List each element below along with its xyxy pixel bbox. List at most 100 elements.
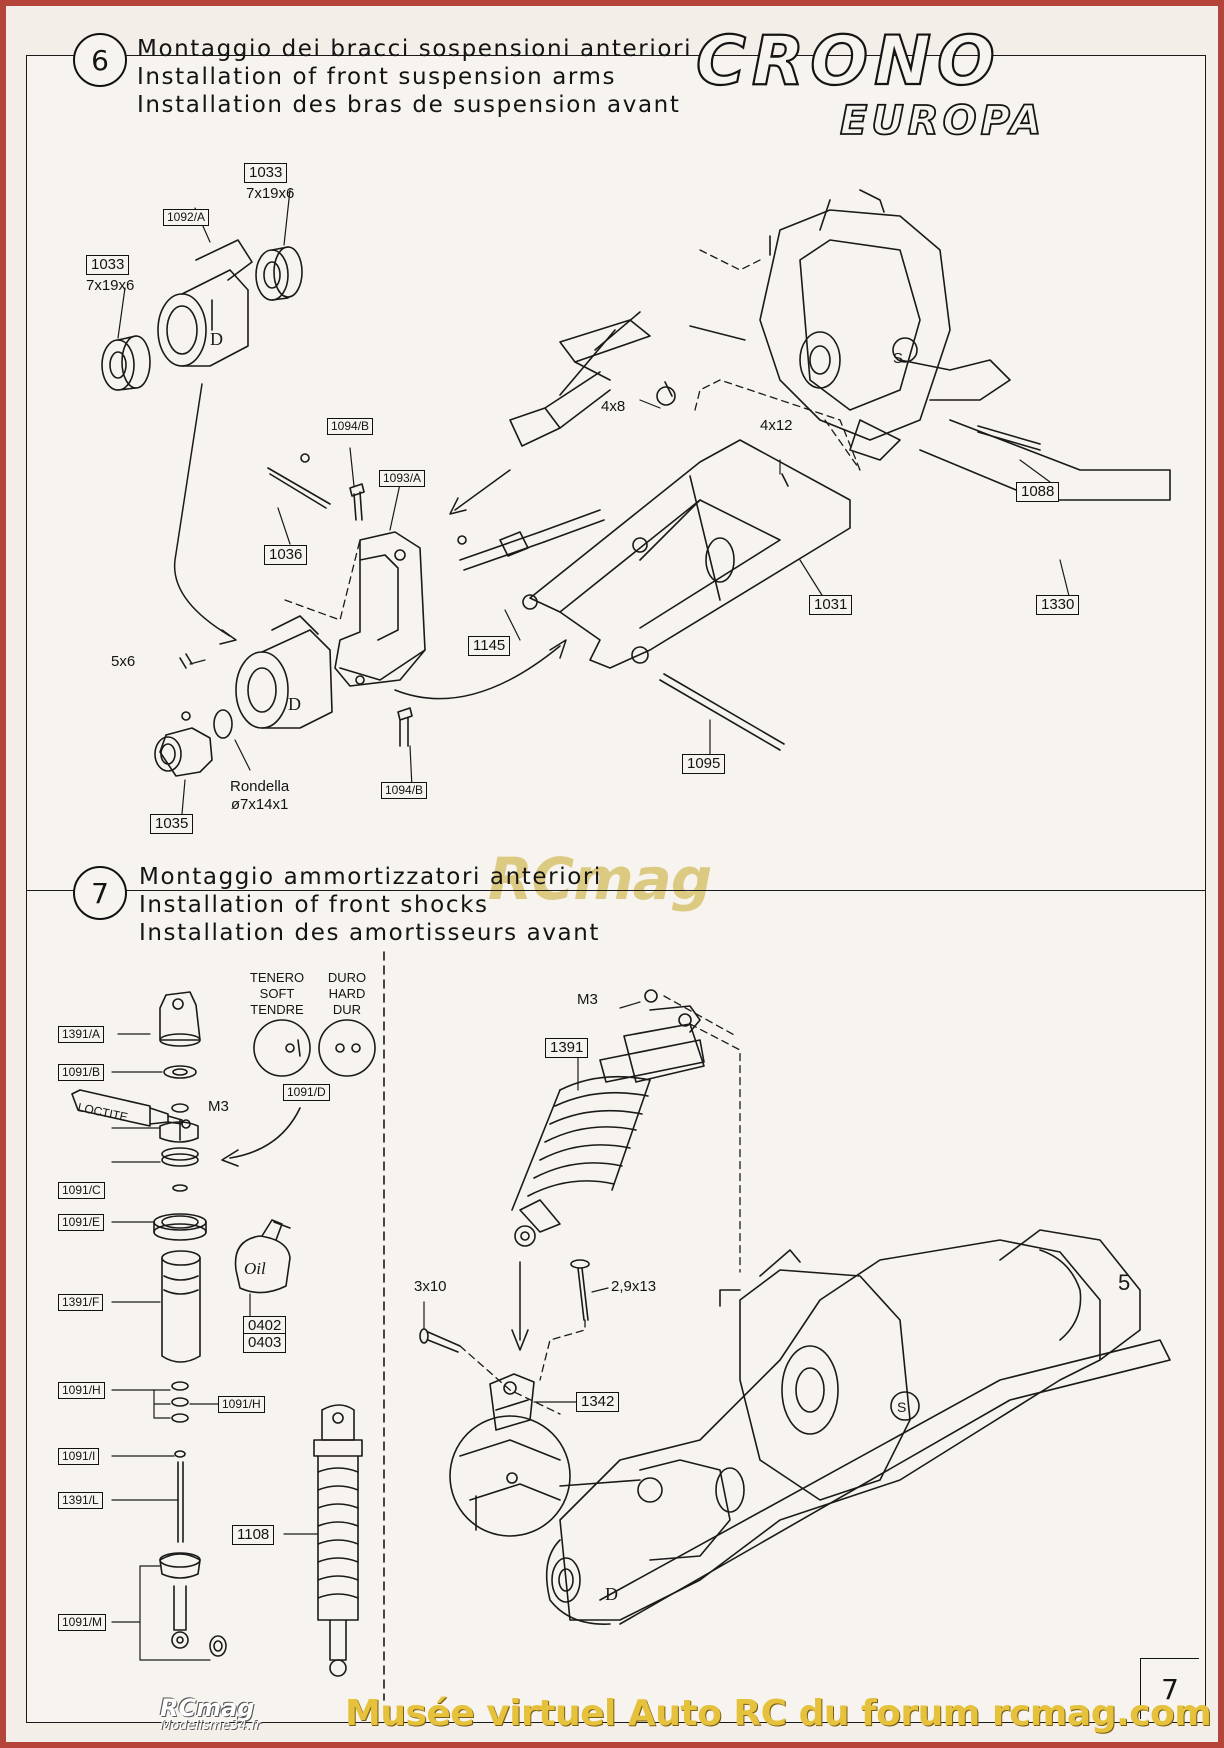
page-number-text: 7	[1161, 1672, 1179, 1706]
shock-mount-1342	[489, 1373, 535, 1431]
part-1342: 1342	[576, 1392, 620, 1412]
svg-text:D: D	[210, 329, 223, 349]
logo-text-top: CRONO	[696, 22, 1001, 101]
step-6-title-en: Installation of front suspension arms	[137, 64, 617, 90]
part-1093-a: 1093/A	[379, 470, 426, 487]
hard-en: HARD	[328, 986, 366, 1001]
part-1330: 1330	[1036, 595, 1080, 615]
kingpin-screws	[349, 483, 413, 747]
step-7-number: 7	[91, 876, 109, 910]
part-1391-a: 1391/A	[58, 1026, 105, 1043]
part-1391-f: 1391/F	[58, 1294, 104, 1311]
shock-1391	[511, 989, 705, 1247]
step-6-title-it: Montaggio dei bracci sospensioni anterio…	[137, 36, 693, 62]
footer-logo: RCmag	[160, 1694, 255, 1722]
soft-it: TENERO	[249, 970, 305, 985]
drive-shaft	[459, 311, 651, 571]
step-6-title-fr: Installation des bras de suspension avan…	[137, 92, 681, 118]
step-divider	[26, 890, 1206, 891]
soft-label: TENERO SOFT TENDRE	[247, 970, 307, 1018]
washer-label: Rondella ø7x14x1	[230, 778, 289, 814]
washer	[213, 709, 233, 739]
hub-carrier-top: D	[157, 239, 253, 367]
screw-5x6-label: 5x6	[111, 653, 136, 670]
footer-logo-sub: Modelisme34.fr	[160, 1718, 261, 1733]
a-arm	[522, 439, 851, 669]
part-1092-a: 1092/A	[163, 209, 210, 226]
part-0403: 0403	[243, 1333, 287, 1353]
hard-it: DURO	[327, 970, 367, 985]
part-1391: 1391	[545, 1038, 589, 1058]
part-1145: 1145	[468, 636, 511, 656]
screws-step7	[419, 1259, 590, 1353]
part-1108: 1108	[232, 1525, 275, 1545]
crono-europa-logo: CRONO EUROPA	[695, 22, 1045, 142]
gearbox-step6: S	[759, 189, 1011, 461]
m3-right-label: M3	[577, 991, 598, 1008]
step-6-title: Montaggio dei bracci sospensioni anterio…	[137, 35, 692, 119]
rcmag-watermark: RCmag	[488, 845, 712, 913]
washer-name: Rondella	[230, 778, 290, 795]
piston-hard	[318, 1019, 376, 1077]
shock-exploded	[153, 991, 227, 1657]
steering-block	[334, 531, 426, 687]
part-1091-b: 1091/B	[58, 1064, 105, 1081]
part-1391-l: 1391/L	[58, 1492, 103, 1509]
part-1035: 1035	[150, 814, 194, 834]
washer-size: ø7x14x1	[230, 796, 289, 813]
part-1094-b-top: 1094/B	[327, 418, 374, 435]
screw-3x10-label: 3x10	[414, 1278, 447, 1295]
loctite-tube	[71, 1089, 191, 1129]
step-6-badge: 6	[73, 33, 127, 87]
pin-1088	[977, 425, 1041, 451]
svg-text:D: D	[288, 694, 301, 714]
logo-text-bottom: EUROPA	[840, 98, 1045, 142]
shock-assembled	[313, 1404, 363, 1677]
wheel-nut	[154, 711, 213, 777]
part-1033-top: 1033	[244, 163, 288, 183]
part-1088: 1088	[1016, 482, 1060, 502]
svg-text:S: S	[897, 1399, 906, 1415]
part-1094-b-bottom: 1094/B	[381, 782, 428, 799]
oil-bottle	[234, 1219, 291, 1294]
pin-1095	[659, 673, 785, 751]
step-7-title-en: Installation of front shocks	[139, 892, 489, 918]
part-1091-i: 1091/I	[58, 1448, 100, 1465]
screw-4x12-label: 4x12	[760, 417, 793, 434]
oil-label: Oil	[244, 1259, 266, 1278]
step-7-title: Montaggio ammortizzatori anteriori Insta…	[139, 863, 602, 947]
hub-carrier-assembled: D	[235, 615, 333, 729]
part-1036: 1036	[264, 545, 308, 565]
part-1091-e: 1091/E	[58, 1214, 105, 1231]
step-7-title-fr: Installation des amortisseurs avant	[139, 920, 601, 946]
part-1091-h-left: 1091/H	[58, 1382, 105, 1399]
step-7-title-it: Montaggio ammortizzatori anteriori	[139, 864, 602, 890]
part-1033-top-size: 7x19x6	[246, 185, 295, 202]
part-1031: 1031	[809, 595, 853, 615]
part-1091-c: 1091/C	[58, 1182, 105, 1199]
part-1091-m: 1091/M	[58, 1614, 107, 1631]
svg-text:D: D	[605, 1584, 618, 1604]
soft-fr: TENDRE	[250, 1002, 304, 1017]
bearing-top	[255, 246, 303, 301]
part-1033-left-size: 7x19x6	[86, 277, 135, 294]
part-1033-left: 1033	[86, 255, 130, 275]
step-6-number: 6	[91, 43, 109, 77]
screw-29x13-label: 2,9x13	[611, 1278, 657, 1295]
part-0402: 0402	[243, 1316, 287, 1336]
svg-text:5: 5	[1118, 1270, 1130, 1295]
pin-1036	[267, 467, 331, 509]
m3-left-label: M3	[208, 1098, 229, 1115]
bearing-left	[101, 335, 151, 391]
svg-text:S: S	[893, 350, 903, 367]
footer-museum-text: Musée virtuel Auto RC du forum rcmag.com	[345, 1693, 1212, 1734]
step-7-badge: 7	[73, 866, 127, 920]
hard-fr: DUR	[332, 1002, 362, 1017]
piston-soft	[253, 1019, 311, 1077]
page-number: 7	[1140, 1658, 1199, 1719]
part-1091-h-right: 1091/H	[218, 1396, 265, 1413]
screw-4x8-label: 4x8	[601, 398, 626, 415]
part-1091-d: 1091/D	[283, 1084, 330, 1101]
